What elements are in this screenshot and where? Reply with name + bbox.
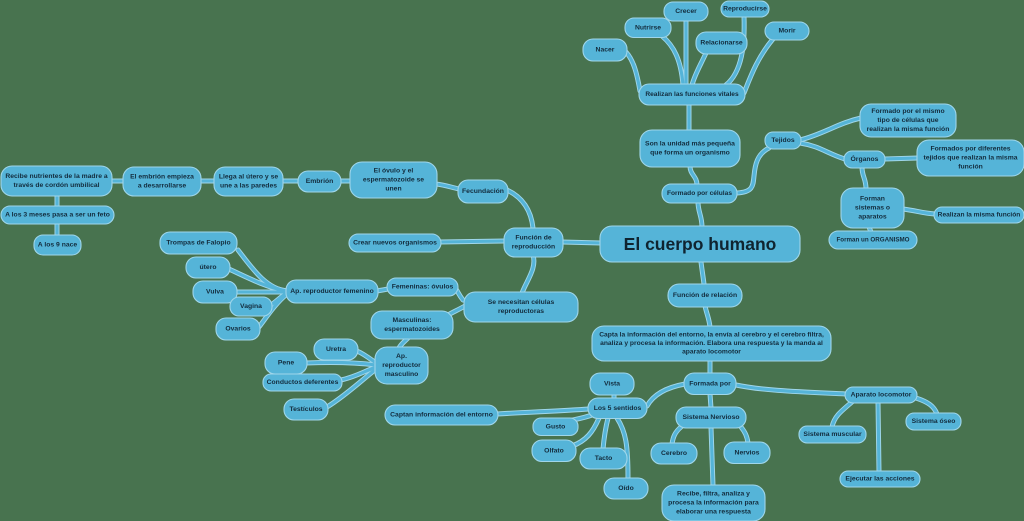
svg-text:tejidos que realizan la misma: tejidos que realizan la misma [923,155,1017,162]
svg-text:a desarrollarse: a desarrollarse [138,182,187,189]
svg-text:espermatozoides: espermatozoides [384,326,440,333]
svg-text:Ejecutar las acciones: Ejecutar las acciones [845,476,914,483]
svg-text:Órganos: Órganos [851,154,879,163]
svg-text:reproducción: reproducción [512,243,555,250]
svg-text:aparatos: aparatos [858,213,887,220]
svg-text:Tejidos: Tejidos [771,137,795,144]
svg-text:Función de relación: Función de relación [673,292,737,299]
svg-text:Capta la información del entor: Capta la información del entorno, la env… [599,331,824,338]
svg-text:Fecundación: Fecundación [462,188,504,195]
svg-text:El cuerpo humano: El cuerpo humano [624,234,777,254]
svg-text:Reproducirse: Reproducirse [723,6,767,13]
svg-text:Formada por: Formada por [689,380,731,387]
svg-text:Testículos: Testículos [289,406,322,413]
svg-text:Llega al útero y se: Llega al útero y se [219,174,279,181]
svg-text:Recibe nutrientes de la madre: Recibe nutrientes de la madre a [5,173,108,180]
svg-text:masculino: masculino [385,371,419,378]
svg-text:Morir: Morir [779,28,796,35]
svg-text:Vista: Vista [604,381,620,388]
svg-text:Masculinas:: Masculinas: [393,317,432,324]
svg-text:espermatozoide se: espermatozoide se [363,177,424,184]
svg-text:realizan la misma función: realizan la misma función [867,126,950,133]
svg-text:Captan información del entorno: Captan información del entorno [390,412,493,419]
svg-text:Forman un ORGANISMO: Forman un ORGANISMO [836,237,909,244]
svg-text:Realizan la misma función: Realizan la misma función [938,212,1021,219]
svg-text:reproductor: reproductor [382,362,421,369]
svg-text:Nervios: Nervios [735,449,760,456]
svg-text:tipo de células que: tipo de células que [877,117,938,124]
svg-text:Nutrirse: Nutrirse [635,24,661,31]
svg-text:Sistema muscular: Sistema muscular [803,431,862,438]
svg-text:Gusto: Gusto [546,423,566,430]
svg-text:Vagina: Vagina [240,303,262,310]
svg-text:Crecer: Crecer [675,8,697,15]
svg-text:Función de: Función de [515,235,551,242]
svg-text:aparato locomotor: aparato locomotor [682,349,741,356]
svg-text:útero: útero [200,264,217,271]
svg-text:que forma un organismo: que forma un organismo [650,149,730,156]
svg-text:A los 3 meses pasa a ser un fe: A los 3 meses pasa a ser un feto [5,212,110,219]
svg-text:Ap.: Ap. [396,353,407,360]
svg-text:unen: unen [385,185,401,192]
svg-text:Aparato locomotor: Aparato locomotor [851,392,912,399]
svg-text:Uretra: Uretra [326,346,346,353]
svg-text:Se necesitan células: Se necesitan células [488,299,555,306]
svg-text:Olfato: Olfato [544,447,564,454]
svg-text:Trompas de Falopio: Trompas de Falopio [166,240,230,247]
svg-text:A los 9 nace: A los 9 nace [38,242,78,249]
svg-text:Ovarios: Ovarios [225,326,251,333]
svg-text:Femeninas: óvulos: Femeninas: óvulos [392,284,454,291]
svg-text:Oído: Oído [618,485,633,492]
svg-text:Relacionarse: Relacionarse [700,40,743,47]
svg-text:Cerebro: Cerebro [661,450,687,457]
svg-text:Realizan las funciones vitales: Realizan las funciones vitales [645,91,739,98]
svg-text:elaborar una respuesta: elaborar una respuesta [676,508,751,515]
svg-text:Embrión: Embrión [306,178,334,185]
svg-text:Son la unidad más pequeña: Son la unidad más pequeña [645,141,735,148]
svg-text:Formado por células: Formado por células [667,190,732,197]
svg-text:Formados por diferentes: Formados por diferentes [930,146,1010,153]
svg-text:Formado por el mismo: Formado por el mismo [871,108,944,115]
svg-text:función: función [958,163,983,170]
svg-text:Los 5 sentidos: Los 5 sentidos [594,405,642,412]
svg-text:Conductos deferentes: Conductos deferentes [267,379,339,386]
svg-text:El embrión empieza: El embrión empieza [130,174,194,181]
svg-text:reproductoras: reproductoras [498,308,544,315]
svg-text:Recibe, filtra, analiza y: Recibe, filtra, analiza y [677,491,750,498]
svg-text:El óvulo y el: El óvulo y el [374,168,414,175]
svg-text:analiza y procesa la informaci: analiza y procesa la información. Elabor… [600,340,823,347]
svg-text:Vulva: Vulva [206,289,224,296]
svg-text:Ap. reproductor femenino: Ap. reproductor femenino [290,288,373,295]
svg-text:sistemas o: sistemas o [855,205,890,212]
svg-text:Pene: Pene [278,360,294,367]
svg-text:une a las paredes: une a las paredes [220,182,277,189]
svg-text:Sistema Nervioso: Sistema Nervioso [682,414,739,421]
svg-text:Forman: Forman [860,196,885,203]
svg-text:Tacto: Tacto [595,455,613,462]
svg-text:Crear nuevos organismos: Crear nuevos organismos [353,240,437,247]
svg-text:Sistema óseo: Sistema óseo [912,418,956,425]
svg-text:procesa la información para: procesa la información para [668,500,759,507]
svg-text:través de cordón umbilical: través de cordón umbilical [13,182,99,189]
svg-text:Nacer: Nacer [596,47,615,54]
